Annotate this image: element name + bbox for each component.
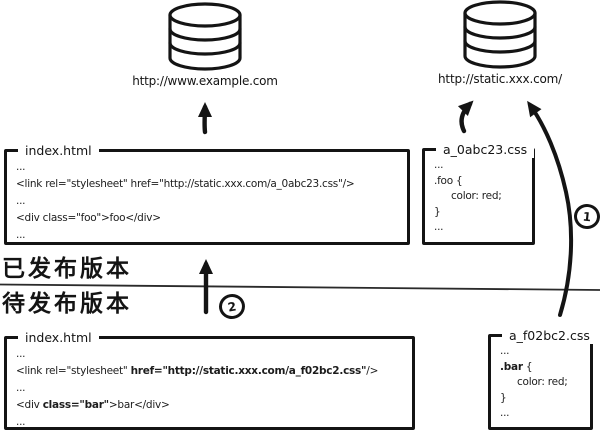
code-line-selector: .bar { bbox=[500, 360, 582, 376]
code-line: ... bbox=[16, 195, 26, 207]
code-segment: /> bbox=[366, 365, 379, 377]
database-icon bbox=[463, 0, 537, 69]
code-line: ... bbox=[500, 345, 510, 357]
code-line-rule: color: red; bbox=[517, 376, 568, 388]
pending-version-label: 待发布版本 bbox=[2, 291, 132, 317]
file-title: index.html bbox=[18, 329, 99, 346]
code-segment: >bar</div> bbox=[108, 399, 170, 411]
server-static-url: http://static.xxx.com/ bbox=[438, 72, 562, 86]
code-line: } bbox=[500, 391, 507, 404]
published-index-html-file: index.html ... <link rel="stylesheet" hr… bbox=[4, 142, 410, 245]
file-title: a_f02bc2.css bbox=[502, 327, 597, 344]
arrow-pending-css-to-static-icon bbox=[527, 100, 574, 317]
file-title: a_0abc23.css bbox=[436, 141, 535, 158]
code-line-selector: .foo { bbox=[434, 174, 463, 187]
code-segment-highlight: .bar bbox=[500, 360, 523, 373]
step-badge-1: 1 bbox=[572, 202, 600, 231]
code-line-div-tag: <div class="bar">bar</div> bbox=[16, 397, 404, 414]
code-segment: <link rel="stylesheet" bbox=[16, 365, 131, 377]
file-title: index.html bbox=[18, 142, 99, 159]
pending-css-file: a_f02bc2.css ... .bar { color: red; } ..… bbox=[488, 327, 597, 430]
code-line-rule: color: red; bbox=[451, 190, 502, 202]
code-segment-highlight: href="http://static.xxx.com/a_f02bc2.css… bbox=[130, 365, 367, 377]
code-line: ... bbox=[16, 416, 26, 428]
pending-index-html-file: index.html ... <link rel="stylesheet" hr… bbox=[4, 329, 415, 431]
code-line: ... bbox=[434, 159, 444, 171]
code-block: ... .bar { color: red; } ... bbox=[491, 337, 590, 422]
server-static: http://static.xxx.com/ bbox=[415, 0, 585, 86]
step-number: 1 bbox=[582, 209, 592, 224]
code-line-link-tag: <link rel="stylesheet" href="http://stat… bbox=[16, 363, 404, 380]
code-line-div-tag: <div class="foo">foo</div> bbox=[16, 212, 161, 224]
version-divider-line bbox=[0, 283, 600, 291]
arrow-published-css-to-static-icon bbox=[457, 100, 474, 134]
published-css-file: a_0abc23.css ... .foo { color: red; } ..… bbox=[422, 141, 535, 245]
code-block: ... .foo { color: red; } ... bbox=[425, 151, 532, 236]
step-number: 2 bbox=[226, 298, 238, 315]
code-segment-highlight: class="bar" bbox=[42, 399, 109, 411]
code-line: ... bbox=[16, 382, 26, 394]
server-example: http://www.example.com bbox=[120, 2, 290, 88]
code-line: ... bbox=[16, 229, 26, 241]
code-line-link-tag: <link rel="stylesheet" href="http://stat… bbox=[16, 178, 355, 190]
code-line: ... bbox=[16, 348, 26, 360]
code-line: ... bbox=[500, 407, 510, 419]
database-icon bbox=[168, 2, 242, 71]
server-example-url: http://www.example.com bbox=[132, 74, 278, 88]
step-badge-2: 2 bbox=[217, 291, 247, 322]
code-block: ... <link rel="stylesheet" href="http://… bbox=[7, 339, 412, 431]
code-segment: { bbox=[522, 360, 533, 373]
code-line: ... bbox=[434, 221, 444, 233]
code-block: ... <link rel="stylesheet" href="http://… bbox=[7, 152, 407, 244]
code-segment: <div bbox=[16, 399, 43, 411]
published-version-label: 已发布版本 bbox=[2, 256, 132, 282]
code-line: } bbox=[434, 205, 441, 218]
code-line: ... bbox=[16, 161, 26, 173]
